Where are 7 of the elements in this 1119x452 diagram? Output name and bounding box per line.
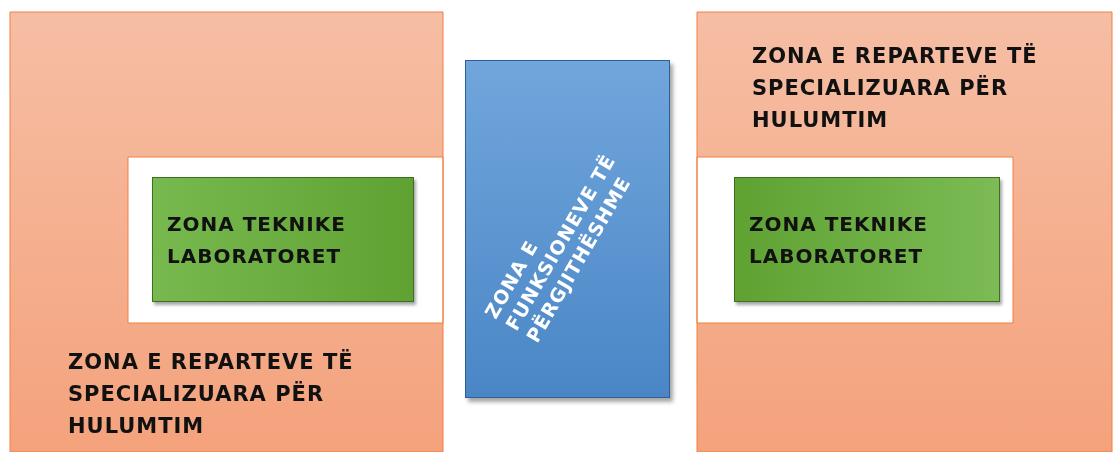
zone-label: ZONA E REPARTEVE TË SPECIALIZUARA PËR HULUMTIM bbox=[752, 42, 1039, 134]
zone-label: ZONA E REPARTEVE TË SPECIALIZUARA PËR HULUMTIM bbox=[68, 348, 355, 440]
box-label: ZONA TEKNIKE LABORATORET bbox=[748, 210, 929, 270]
process-box bbox=[734, 177, 1000, 302]
box-label: ZONA TEKNIKE LABORATORET bbox=[166, 210, 347, 270]
process-box bbox=[465, 60, 670, 398]
process-box bbox=[152, 177, 414, 302]
